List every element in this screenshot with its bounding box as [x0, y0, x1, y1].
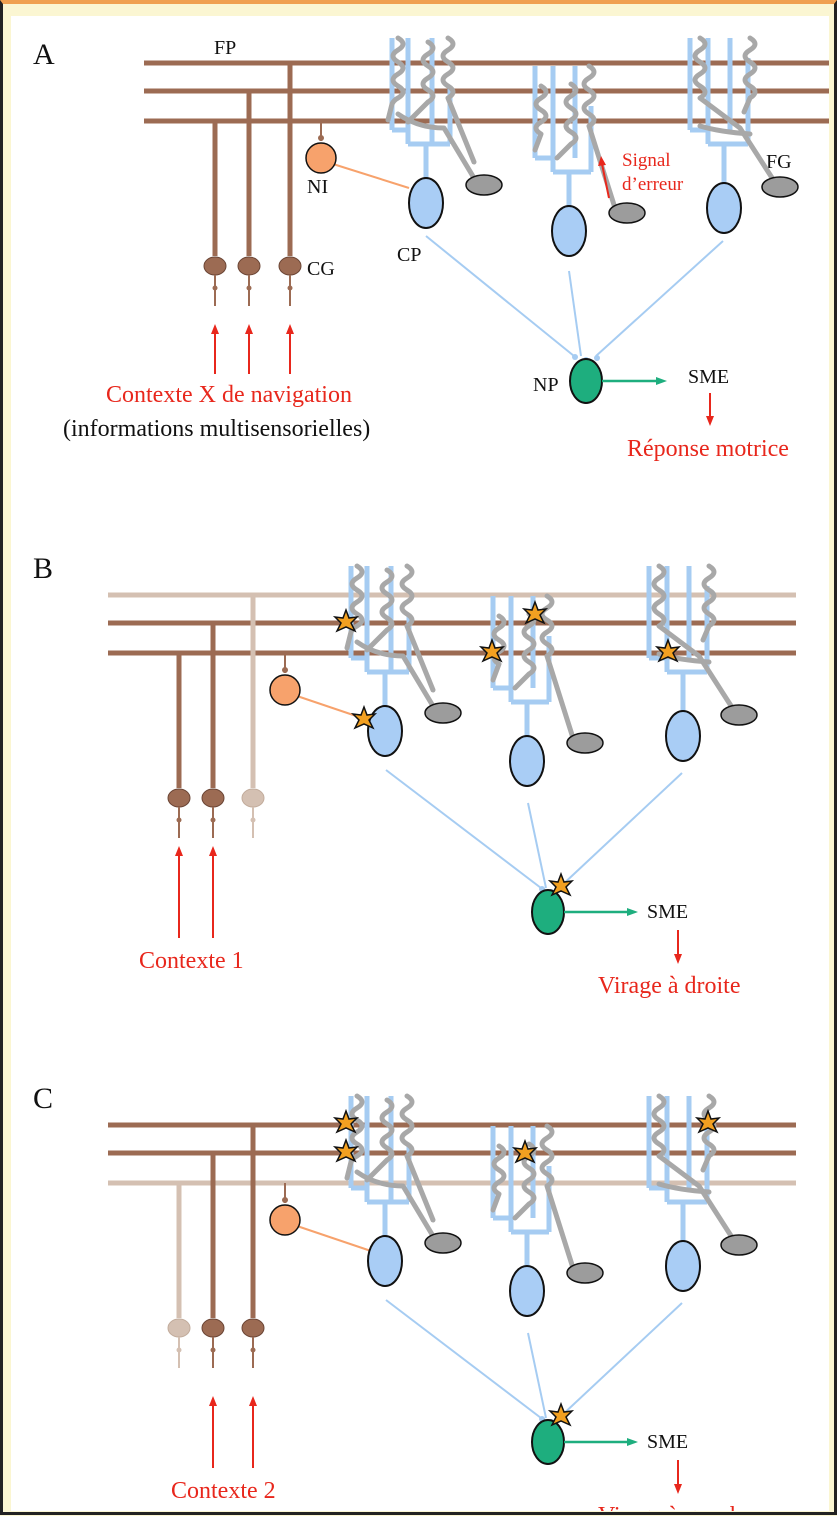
plasticity-star	[549, 1403, 573, 1426]
granule-cell	[203, 256, 227, 276]
purkinje-unit-1	[388, 38, 502, 228]
purkinje-projection	[595, 240, 724, 357]
panel-letter: B	[33, 552, 53, 585]
arrow-head	[209, 1396, 217, 1406]
cerebellum-diagram: A	[33, 16, 829, 1516]
granule-cell	[167, 788, 191, 808]
synapse-dot	[210, 817, 216, 823]
interneuron-axon	[332, 163, 410, 189]
synapse-dot	[176, 1347, 182, 1353]
purkinje-projection	[385, 1299, 542, 1419]
synapse-dot	[246, 285, 252, 291]
panel-letter: A	[33, 38, 55, 71]
parallel-fibers	[108, 1122, 796, 1186]
sme-label: SME	[688, 366, 729, 388]
synapse-dot	[594, 355, 600, 361]
fp-label: FP	[214, 37, 236, 59]
arrow-head	[598, 156, 606, 166]
arrow-head	[286, 324, 294, 334]
synapse-dot	[287, 285, 293, 291]
arrow-head	[656, 377, 667, 385]
cg-label: CG	[307, 258, 335, 280]
interneuron-cell	[269, 1204, 301, 1236]
arrow-head	[249, 1396, 257, 1406]
output-label: Réponse motrice	[627, 436, 789, 462]
arrow-head	[175, 846, 183, 856]
granule-cells	[167, 788, 265, 838]
granule-cell	[278, 256, 302, 276]
panel-b: B	[33, 552, 796, 999]
ni-label: NI	[307, 176, 328, 198]
granule-cell	[241, 1318, 265, 1338]
synapse-dot	[282, 667, 288, 673]
np-label: NP	[533, 374, 559, 396]
arrow-head	[211, 324, 219, 334]
context-sublabel: (informations multisensorielles)	[63, 416, 370, 442]
interneuron-cell	[269, 674, 301, 706]
context-input-arrows	[175, 846, 217, 938]
purkinje-unit-3	[690, 38, 798, 233]
nucleus-cell	[569, 358, 603, 404]
synapse-dot	[250, 817, 256, 823]
granule-cell	[201, 1318, 225, 1338]
parallel-fibers	[108, 592, 796, 656]
fg-label: FG	[766, 151, 792, 173]
arrow-head	[627, 1438, 638, 1446]
granule-cell-faded	[241, 788, 265, 808]
nucleus-cell	[531, 889, 565, 935]
arrow-head	[674, 954, 682, 964]
granule-cells	[203, 256, 302, 306]
context-input-arrows	[209, 1396, 257, 1468]
error-signal-label: d’erreur	[622, 174, 684, 195]
synapse-dot	[212, 285, 218, 291]
granule-axons	[176, 595, 256, 788]
purkinje-projection	[385, 769, 542, 889]
granule-axons	[176, 1125, 256, 1318]
granule-cell-faded	[167, 1318, 191, 1338]
sme-label: SME	[647, 901, 688, 923]
granule-cells	[167, 1318, 265, 1368]
plasticity-star	[352, 706, 376, 729]
nucleus-cell	[531, 1419, 565, 1465]
synapse-dot	[318, 135, 324, 141]
synapse-dot	[176, 817, 182, 823]
error-arrow	[601, 163, 610, 199]
granule-cell	[201, 788, 225, 808]
interneuron-cell	[305, 142, 337, 174]
purkinje-projection	[527, 1332, 547, 1419]
figure-canvas: A	[11, 16, 829, 1516]
output-label: Virage à gauche	[598, 1503, 752, 1511]
sme-label: SME	[647, 1431, 688, 1453]
error-signal-label: Signal	[622, 150, 671, 171]
purkinje-projection	[568, 270, 582, 357]
purkinje-projection	[527, 802, 547, 889]
panel-c: C	[33, 1082, 796, 1516]
purkinje-projection	[558, 772, 683, 889]
arrow-head	[209, 846, 217, 856]
synapse-dot	[210, 1347, 216, 1353]
purkinje-projection	[425, 235, 575, 357]
synapse-dot	[282, 1197, 288, 1203]
synapse-dot	[572, 354, 578, 360]
context-label: Contexte 1	[139, 948, 244, 974]
parallel-fibers	[144, 60, 829, 124]
synapse-dot	[250, 1347, 256, 1353]
panel-a: A	[33, 37, 829, 462]
interneuron-axon	[296, 1225, 372, 1252]
arrow-head	[245, 324, 253, 334]
purkinje-projection	[558, 1302, 683, 1419]
plasticity-star	[549, 873, 573, 896]
cp-label: CP	[397, 244, 421, 266]
output-label: Virage à droite	[598, 973, 741, 999]
granule-axons	[212, 63, 293, 256]
panel-letter: C	[33, 1082, 53, 1115]
context-label: Contexte X de navigation	[106, 382, 352, 408]
context-label: Contexte 2	[171, 1478, 276, 1504]
arrow-head	[627, 908, 638, 916]
context-input-arrows	[211, 324, 294, 374]
granule-cell	[237, 256, 261, 276]
arrow-head	[674, 1484, 682, 1494]
arrow-head	[706, 416, 714, 426]
